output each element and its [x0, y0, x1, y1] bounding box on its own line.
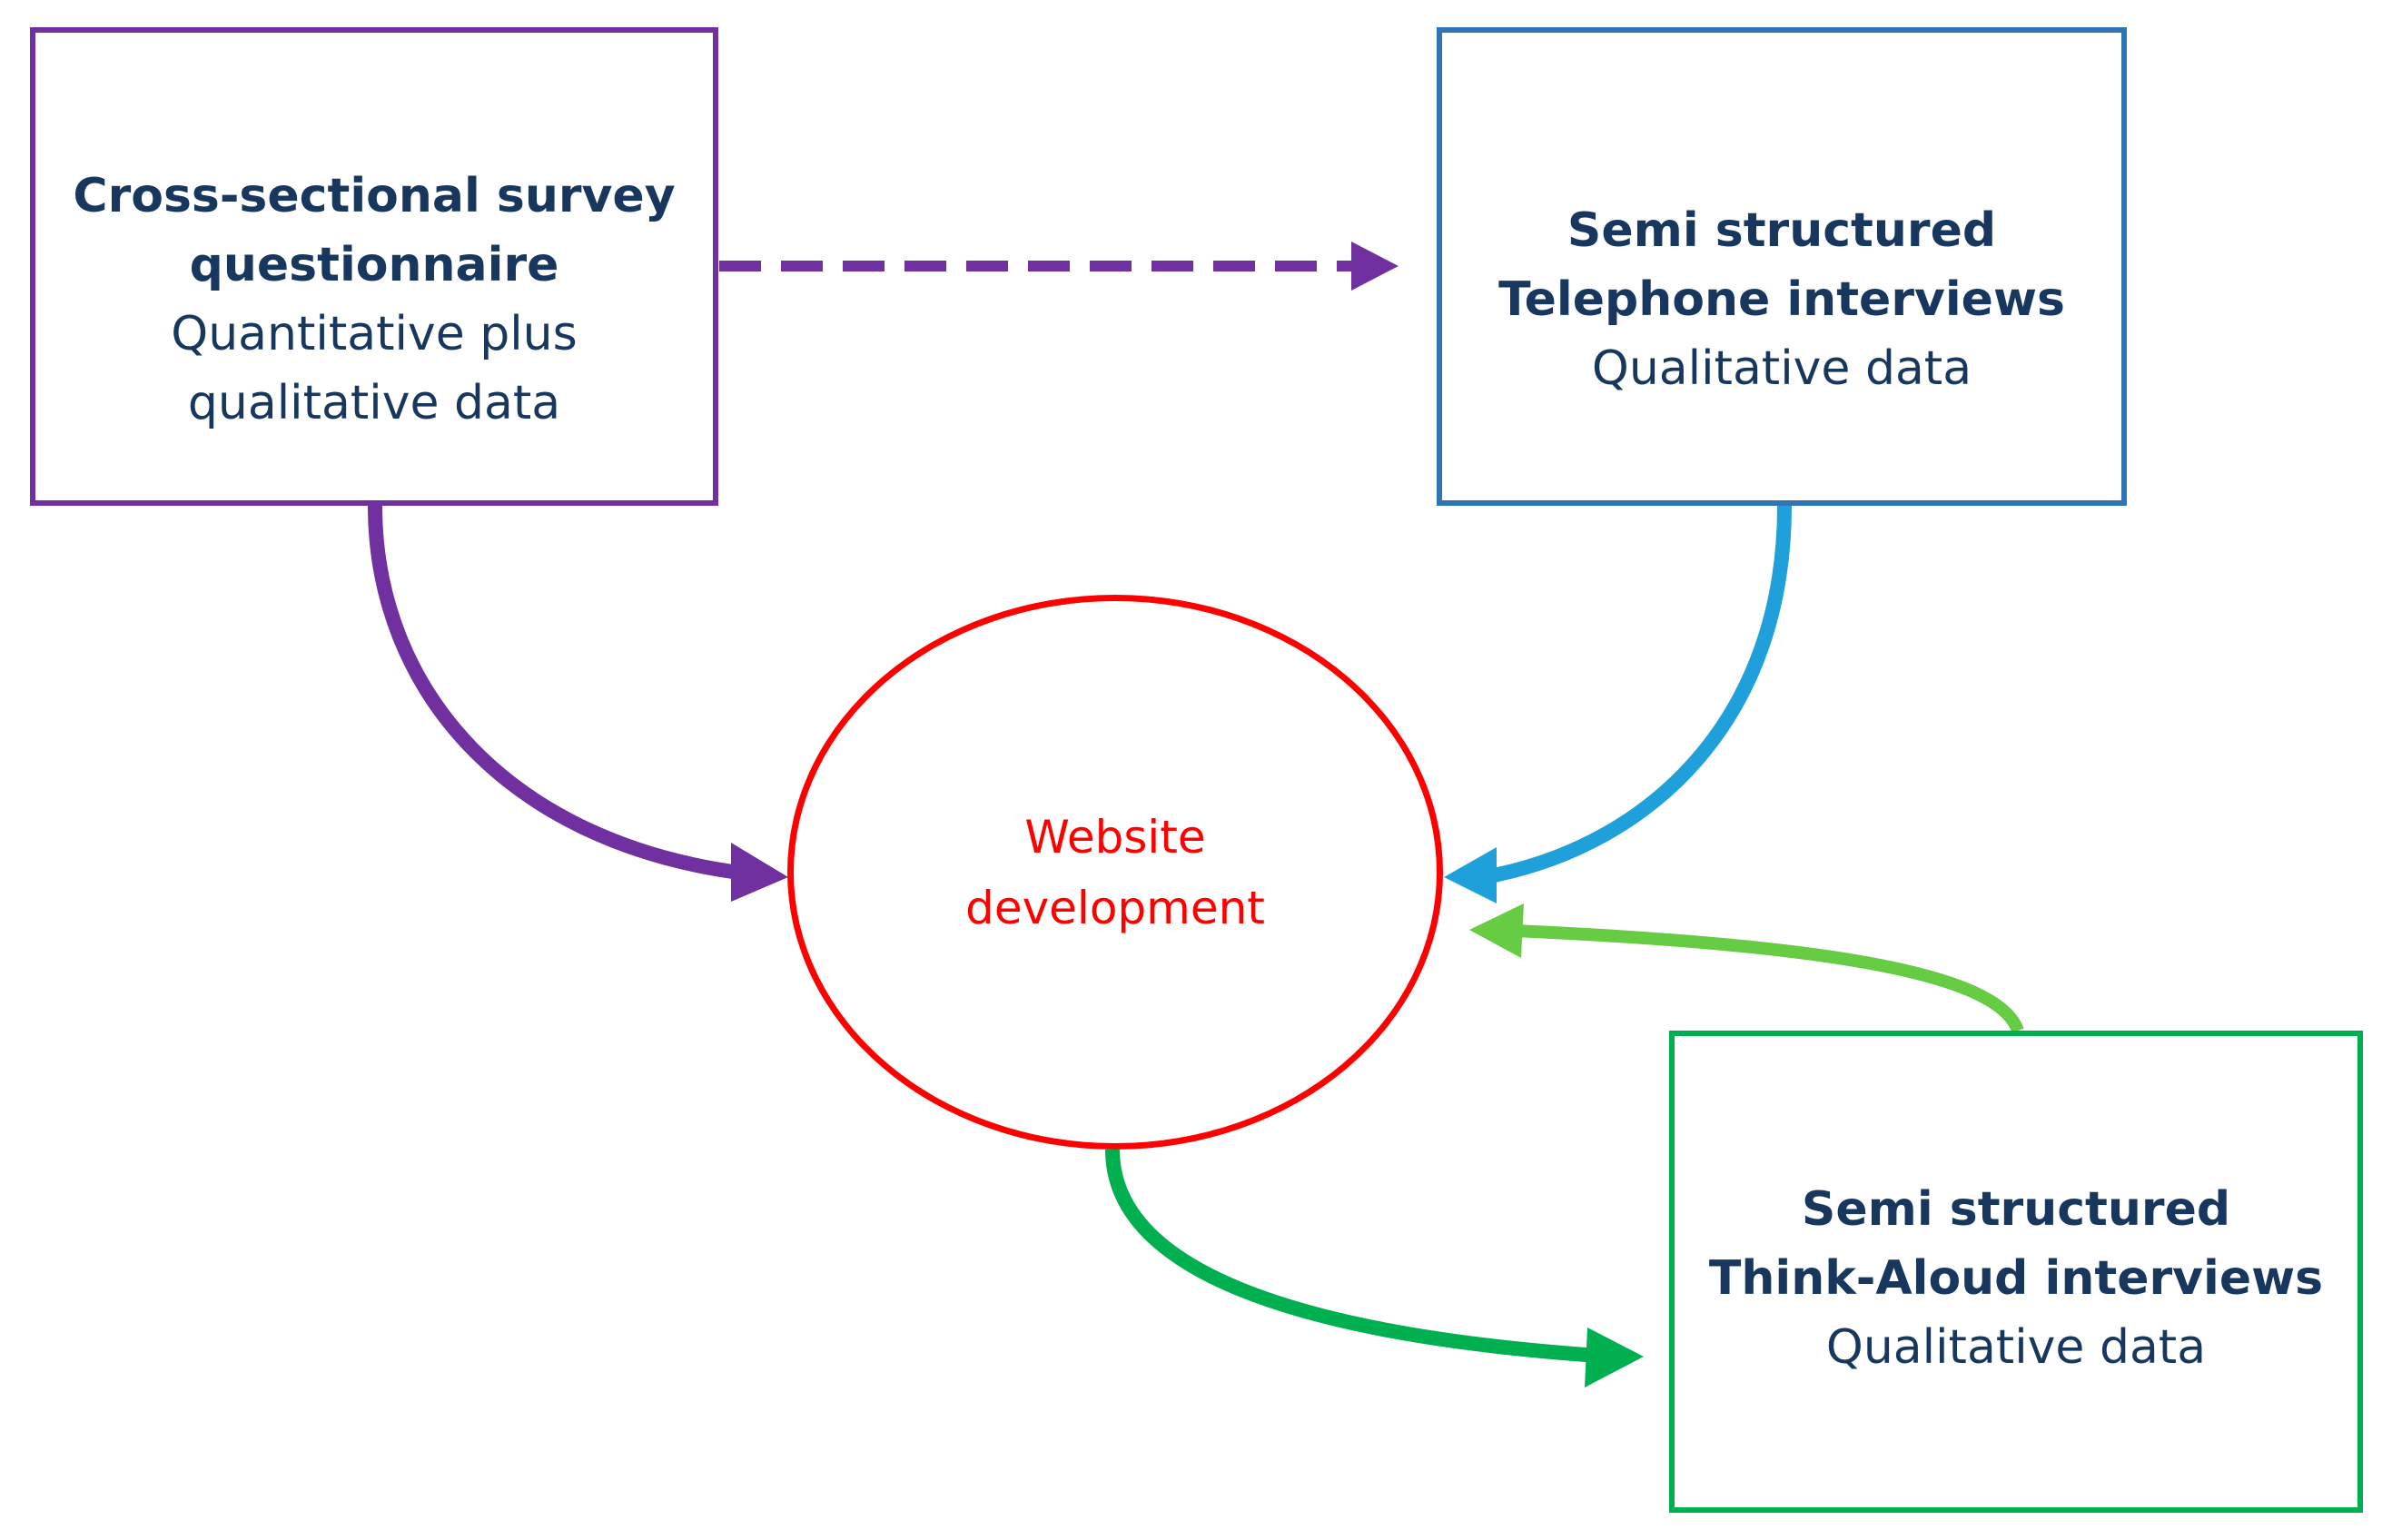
center-line2: development	[965, 881, 1265, 934]
thinkaloud-title-line1: Semi structured	[1801, 1182, 2231, 1237]
arrow-telephone-to-center	[1488, 505, 1792, 884]
arrow-center-to-thinkaloud-head	[1585, 1328, 1644, 1387]
arrow-survey-to-center-head	[731, 843, 788, 902]
center-line1: Website	[1024, 810, 1206, 864]
survey-title-line1: Cross-sectional survey	[73, 169, 676, 223]
arrow-thinkaloud-to-center	[1514, 924, 2024, 1033]
arrow-center-to-thinkaloud	[1105, 1149, 1599, 1363]
thinkaloud-title-line2: Think-Aloud interviews	[1708, 1251, 2324, 1306]
dashed-connector-arrowhead	[1351, 242, 1399, 291]
arrow-survey-to-center	[368, 505, 747, 881]
survey-sub-line2: qualitative data	[187, 376, 561, 430]
telephone-title-line2: Telephone interviews	[1498, 272, 2065, 327]
think-aloud-interviews-box: Semi structured Think-Aloud interviews Q…	[1669, 1031, 2363, 1513]
telephone-interviews-box: Semi structured Telephone interviews Qua…	[1437, 27, 2127, 506]
telephone-sub-line1: Qualitative data	[1591, 341, 1972, 396]
website-development-ellipse: Website development	[787, 595, 1443, 1150]
arrow-thinkaloud-to-center-head	[1469, 903, 1524, 958]
thinkaloud-sub-line1: Qualitative data	[1825, 1320, 2207, 1375]
telephone-title-line1: Semi structured	[1567, 203, 1997, 258]
survey-title-line2: questionnaire	[189, 238, 559, 292]
survey-sub-line1: Quantitative plus	[171, 307, 578, 361]
survey-questionnaire-box: Cross-sectional survey questionnaire Qua…	[30, 27, 718, 506]
arrow-telephone-to-center-head	[1444, 847, 1497, 903]
